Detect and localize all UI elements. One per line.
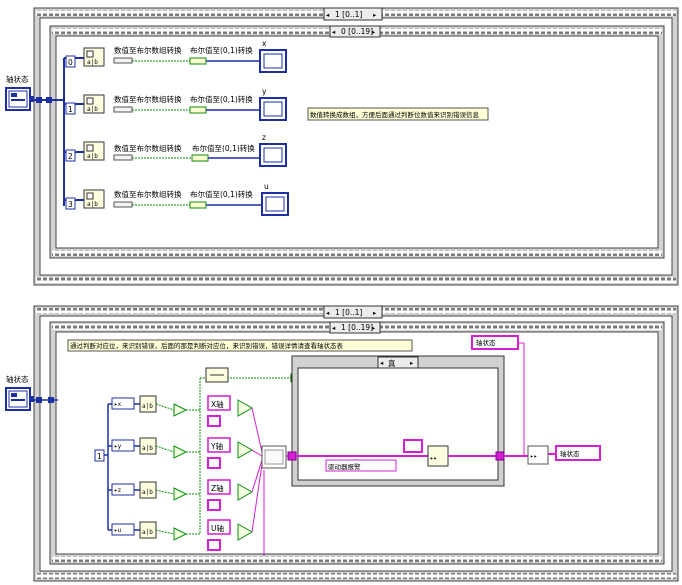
svg-text:2: 2 (68, 152, 73, 161)
svg-text:数值至布尔数组转换: 数值至布尔数组转换 (114, 189, 182, 199)
axis-label-y: Y轴 (210, 441, 223, 451)
svg-text:▸z: ▸z (114, 487, 122, 494)
svg-text:▸y: ▸y (114, 443, 122, 450)
bottom-row-z: ▸z a|b Z轴 (111, 479, 254, 511)
top-output-label: x (262, 39, 267, 48)
svg-text:▸▸: ▸▸ (430, 455, 437, 462)
svg-text:轴状态: 轴状态 (476, 338, 496, 347)
top-comment-text: 数值转换成数组，方便后面通过判断位数值来识别错误信息 (310, 110, 480, 119)
svg-text:a|b: a|b (87, 106, 98, 113)
svg-text:a|b: a|b (87, 153, 98, 160)
svg-text:▸: ▸ (372, 28, 376, 36)
top-row-1: 1 a|b 数值至布尔数组转换 布尔值至(0,1)转换 y (65, 87, 287, 121)
case-structure (291, 355, 505, 487)
bottom-row-x: ▸x a|b X轴 (111, 395, 254, 427)
top-row-3: 3 a|b 数值至布尔数组转换 布尔值至(0,1)转换 u (65, 182, 289, 216)
svg-text:布尔值至(0,1)转换: 布尔值至(0,1)转换 (190, 189, 253, 199)
top-func1-label: 数值至布尔数组转换 (114, 45, 182, 55)
bottom-outer-selector[interactable]: ◂ 1 [0..1] ▸ (323, 305, 383, 319)
bottom-inner-selector[interactable]: ◂ 1 [0..19] ▸ (329, 321, 381, 334)
axis-label-u: U轴 (211, 523, 224, 533)
svg-text:▸▸: ▸▸ (530, 453, 537, 460)
svg-text:▸: ▸ (410, 359, 414, 367)
svg-text:◂: ◂ (332, 28, 336, 36)
svg-text:z: z (262, 133, 266, 142)
axis-label-z: Z轴 (211, 483, 224, 493)
top-func2-label: 布尔值至(0,1)转换 (190, 45, 253, 55)
top-row-0: 0 a|b 数值至布尔数组转换 布尔值至(0,1)转换 x (65, 39, 287, 73)
top-inner-selector[interactable]: ◂ 0 [0..19] ▸ (329, 25, 381, 38)
error-constant[interactable] (403, 439, 423, 453)
svg-text:▸: ▸ (372, 324, 376, 332)
top-inner-selector-label: 0 [0..19] (341, 27, 373, 36)
bottom-constant[interactable]: 1 (94, 449, 105, 462)
case-selector-label: 真 (388, 358, 396, 368)
svg-text:轴状态: 轴状态 (560, 449, 580, 458)
case-selector[interactable]: ◂ 真 ▸ (377, 356, 419, 369)
bottom-comment: 通过判断对应位，来识别错误，后面的那是判断对应位，来识别错误，错误详情请查看轴状… (67, 339, 413, 352)
axis-label-x: X轴 (211, 399, 224, 409)
svg-text:a|b: a|b (142, 529, 153, 536)
svg-text:▸x: ▸x (114, 401, 122, 408)
svg-text:数值至布尔数组转换: 数值至布尔数组转换 (114, 94, 182, 104)
svg-text:▸: ▸ (373, 309, 377, 317)
top-comment: 数值转换成数组，方便后面通过判断位数值来识别错误信息 (307, 107, 489, 121)
bottom-outer-selector-label: 1 [0..1] (335, 308, 362, 317)
error-message-text: 驱动器报警 (328, 462, 361, 471)
bottom-terminal-label: 轴状态 (6, 374, 29, 384)
top-row-2: 2 a|b 数值至布尔数组转换 布尔值至(0,1)转换 z (65, 133, 287, 167)
top-terminal-indicator[interactable] (5, 87, 34, 111)
svg-text:a|b: a|b (142, 403, 153, 410)
svg-text:a|b: a|b (142, 489, 153, 496)
top-terminal-label: 轴状态 (6, 74, 29, 84)
svg-text:布尔值至(0,1)转换: 布尔值至(0,1)转换 (190, 94, 253, 104)
svg-text:1: 1 (97, 452, 102, 461)
svg-text:◂: ◂ (332, 324, 336, 332)
error-bundle-node: ▸▸ (427, 445, 449, 467)
svg-text:◂: ◂ (380, 359, 384, 367)
svg-text:y: y (262, 87, 267, 96)
bottom-terminal-indicator[interactable] (5, 387, 34, 411)
svg-text:▸u: ▸u (114, 527, 122, 534)
svg-text:◂: ◂ (326, 11, 330, 19)
bottom-comment-text: 通过判断对应位，来识别错误，后面的那是判断对应位，来识别错误，错误详情请查看轴状… (70, 341, 344, 350)
bottom-row-y: ▸y a|b Y轴 (111, 437, 254, 469)
local-var-in[interactable]: 轴状态 (471, 335, 519, 350)
svg-text:▸: ▸ (373, 11, 377, 19)
svg-text:1: 1 (68, 105, 73, 114)
local-var-out[interactable]: 轴状态 (555, 445, 601, 461)
svg-text:a|b: a|b (87, 59, 98, 66)
svg-text:◂: ◂ (326, 309, 330, 317)
svg-text:a|b: a|b (87, 201, 98, 208)
svg-text:数值至布尔数组转换: 数值至布尔数组转换 (114, 143, 182, 153)
error-message[interactable]: 驱动器报警 (325, 459, 397, 472)
svg-text:布尔值至(0,1)转换: 布尔值至(0,1)转换 (192, 143, 255, 153)
bottom-row-u: ▸u a|b U轴 (111, 519, 254, 551)
svg-text:3: 3 (68, 200, 73, 209)
svg-text:u: u (264, 182, 269, 191)
top-outer-selector-label: 1 [0..1] (335, 10, 362, 19)
top-outer-selector[interactable]: ◂ 1 [0..1] ▸ (323, 7, 383, 21)
merge-node: ▸▸ (527, 445, 549, 465)
svg-text:a|b: a|b (142, 445, 153, 452)
top-row-index: 0 (68, 58, 73, 67)
bottom-inner-selector-label: 1 [0..19] (341, 323, 373, 332)
